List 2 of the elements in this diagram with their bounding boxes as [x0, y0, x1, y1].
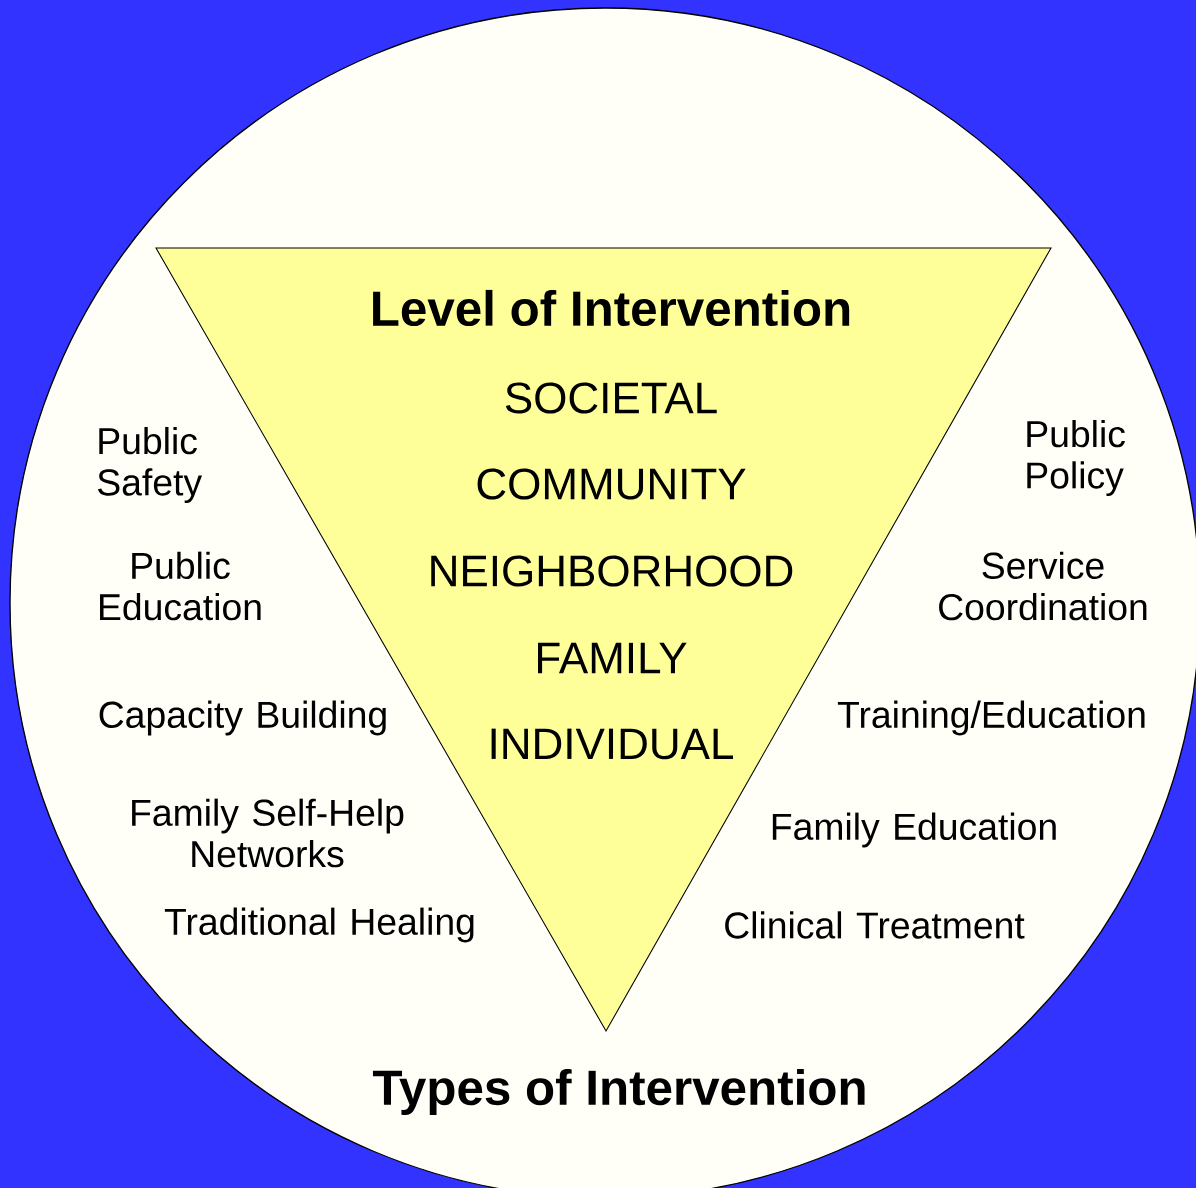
intervention-label: Traditional Healing	[164, 907, 474, 943]
intervention-label: Clinical Treatment	[725, 911, 1025, 939]
